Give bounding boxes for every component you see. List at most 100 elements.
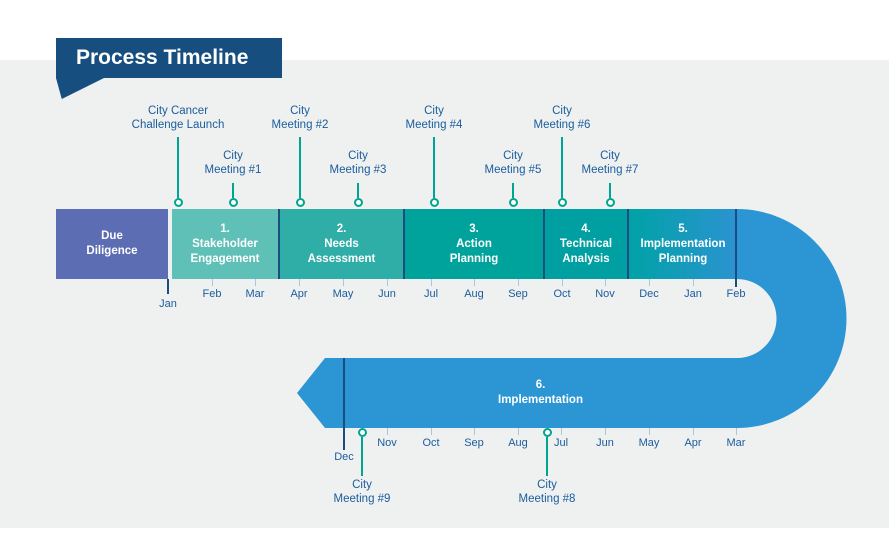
- phase-label-line: Diligence: [86, 245, 138, 257]
- phase-label-line: Implementation: [640, 237, 726, 250]
- tick-mark: [560, 428, 562, 435]
- meeting-dot-icon: [353, 198, 363, 207]
- tick-mark: [692, 279, 694, 286]
- meeting-label-line: Meeting #9: [333, 493, 391, 505]
- month-label: Feb: [202, 288, 222, 300]
- month-label: Dec: [334, 451, 354, 463]
- meeting-label-line: Meeting #7: [581, 164, 639, 176]
- meeting-label-line: City Cancer: [147, 105, 209, 117]
- month-label: Apr: [290, 288, 308, 300]
- phase-3-action-planning: 3. Action Planning: [403, 209, 543, 279]
- tick-mark: [298, 279, 300, 286]
- meeting-label-line: Meeting #1: [204, 164, 262, 176]
- meeting-dot-icon: [295, 198, 305, 207]
- phase-label-line: 1.: [220, 222, 230, 235]
- month-label: Sep: [508, 288, 528, 300]
- month-label: Jul: [423, 288, 439, 300]
- marker-stem: [357, 183, 359, 198]
- meeting-label-line: Meeting #8: [518, 493, 576, 505]
- month-label: May: [332, 288, 354, 300]
- tick-mark: [735, 428, 737, 435]
- meeting-dot-icon: [357, 428, 367, 437]
- marker-stem: [433, 137, 435, 198]
- phase-label-line: Needs: [324, 237, 359, 250]
- tick-mark: [473, 428, 475, 435]
- month-label: Jun: [378, 288, 396, 300]
- month-label: Aug: [508, 437, 528, 449]
- tick-mark: [604, 279, 606, 286]
- month-label: Dec: [639, 288, 659, 300]
- phase-label-line: 6.: [535, 379, 546, 391]
- phase-due-diligence: Due Diligence: [56, 209, 168, 279]
- phase-label-line: Implementation: [498, 394, 583, 406]
- phase-label-line: Technical: [559, 237, 613, 250]
- marker-stem: [561, 137, 563, 198]
- meeting-label-line: Meeting #2: [271, 119, 329, 131]
- meeting-label-line: City: [503, 150, 523, 162]
- phase-label-line: Engagement: [190, 252, 260, 265]
- month-label: Apr: [684, 437, 702, 449]
- meeting-dot-icon: [557, 198, 567, 207]
- meeting-label-line: City: [223, 150, 243, 162]
- tick-mark: [167, 279, 169, 294]
- meeting-label-line: City: [348, 150, 368, 162]
- tick-mark: [386, 428, 388, 435]
- meeting-label-line: Meeting #3: [329, 164, 387, 176]
- month-label: Mar: [245, 288, 265, 300]
- tick-mark: [430, 428, 432, 435]
- tick-mark: [648, 279, 650, 286]
- meeting-label-line: Meeting #6: [533, 119, 591, 131]
- phase-label-line: Planning: [658, 252, 708, 265]
- phase-6-implementation: 6. Implementation: [325, 358, 738, 428]
- tick-mark: [386, 279, 388, 286]
- meeting-dot-icon: [429, 198, 439, 207]
- marker-stem: [232, 183, 234, 198]
- marker-stem: [177, 137, 179, 198]
- tick-mark: [473, 279, 475, 286]
- marker-stem: [512, 183, 514, 198]
- tick-mark: [517, 428, 519, 435]
- tick-mark: [692, 428, 694, 435]
- meeting-label-line: City: [537, 479, 557, 491]
- month-label: Jan: [684, 288, 702, 300]
- month-label: Aug: [464, 288, 484, 300]
- tick-mark: [430, 279, 432, 286]
- phase-label-line: Analysis: [562, 252, 610, 265]
- phase-label-line: 2.: [336, 222, 347, 235]
- phase-label-line: Stakeholder: [192, 237, 258, 250]
- meeting-label-line: Challenge Launch: [131, 119, 225, 131]
- marker-stem: [546, 437, 548, 476]
- tick-mark: [604, 428, 606, 435]
- month-label: Oct: [553, 288, 571, 300]
- phase-label-line: Planning: [449, 252, 499, 265]
- tick-mark: [648, 428, 650, 435]
- meeting-label-line: City: [424, 105, 444, 117]
- meeting-dot-icon: [542, 428, 552, 437]
- month-label: Nov: [377, 437, 397, 449]
- feb-boundary-line: [735, 209, 737, 287]
- dec-boundary-line: [343, 358, 345, 450]
- meeting-label-line: City: [552, 105, 572, 117]
- phase-2-needs-assessment: 2. Needs Assessment: [278, 209, 403, 279]
- phase-label-line: Action: [456, 237, 492, 250]
- phase-label-line: Assessment: [307, 252, 376, 265]
- month-label: Jan: [159, 298, 177, 310]
- month-label: Sep: [464, 437, 484, 449]
- phase-4-technical-analysis: 4. Technical Analysis: [543, 209, 627, 279]
- phase-5-implementation-planning: 5. Implementation Planning: [627, 209, 737, 279]
- phase-label-line: 3.: [469, 222, 479, 235]
- tick-mark: [342, 279, 344, 286]
- month-label: Jul: [553, 437, 569, 449]
- marker-stem: [609, 183, 611, 198]
- month-label: May: [638, 437, 660, 449]
- meeting-label-line: Meeting #4: [405, 119, 463, 131]
- marker-stem: [361, 437, 363, 476]
- marker-stem: [299, 137, 301, 198]
- month-label: Oct: [422, 437, 440, 449]
- phase-label-line: 5.: [678, 222, 688, 235]
- phase-1-stakeholder-engagement: 1. Stakeholder Engagement: [172, 209, 278, 279]
- meeting-dot-icon: [173, 198, 183, 207]
- meeting-label-line: City: [290, 105, 310, 117]
- tick-mark: [211, 279, 213, 286]
